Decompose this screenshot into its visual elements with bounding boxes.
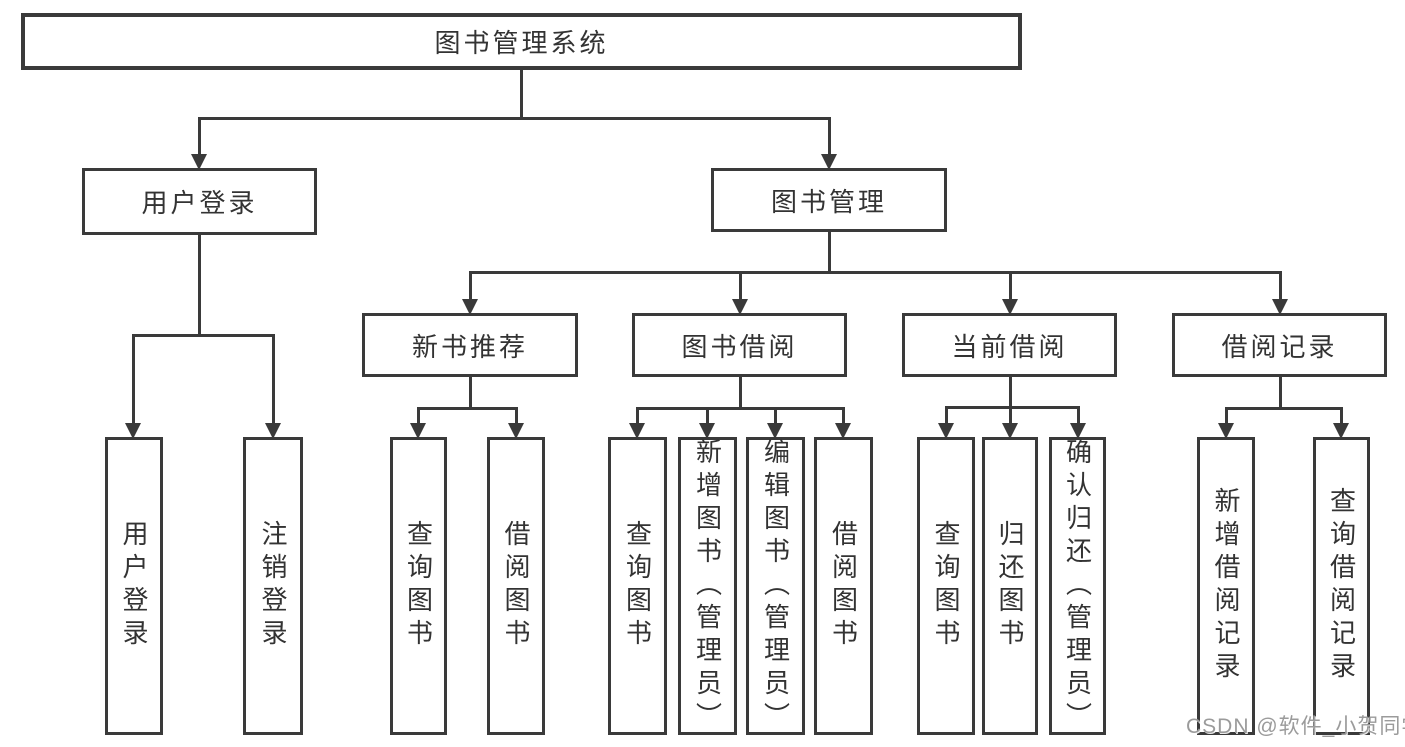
- node-leaf-query-borrow-record: 查询借阅记录: [1313, 437, 1370, 735]
- connector-line: [468, 377, 472, 408]
- node-leaf-user-login: 用户登录: [105, 437, 163, 735]
- connector-line: [1008, 272, 1012, 301]
- arrow-down-icon: [125, 423, 141, 439]
- node-label: 新书推荐: [411, 331, 528, 362]
- node-book-borrow: 图书借阅: [632, 313, 847, 377]
- node-leaf-confirm-return-admin: 确认归还（管理员）: [1049, 437, 1106, 735]
- arrow-down-icon: [1070, 423, 1086, 439]
- connector-line: [1008, 407, 1012, 425]
- arrow-down-icon: [1272, 299, 1288, 315]
- connector-line: [738, 272, 742, 301]
- node-label: 查询图书: [931, 520, 961, 652]
- node-root-library-system: 图书管理系统: [21, 13, 1022, 70]
- connector-line: [197, 116, 831, 120]
- connector-line: [1076, 407, 1080, 425]
- connector-line: [514, 408, 518, 425]
- node-leaf-borrow-book-2: 借阅图书: [814, 437, 873, 735]
- node-label: 新增借阅记录: [1211, 487, 1241, 685]
- node-label: 编辑图书（管理员）: [760, 437, 791, 735]
- node-leaf-borrow-book-1: 借阅图书: [487, 437, 545, 735]
- connector-line: [1278, 377, 1282, 408]
- arrow-down-icon: [938, 423, 954, 439]
- arrow-down-icon: [767, 423, 783, 439]
- connector-line: [131, 333, 275, 337]
- node-label: 确认归还（管理员）: [1062, 437, 1093, 735]
- node-leaf-logout: 注销登录: [243, 437, 303, 735]
- node-label: 新增图书（管理员）: [692, 437, 723, 735]
- arrow-down-icon: [835, 423, 851, 439]
- node-label: 查询图书: [403, 520, 434, 652]
- node-current-borrow: 当前借阅: [902, 313, 1117, 377]
- arrow-down-icon: [1218, 423, 1234, 439]
- arrow-down-icon: [265, 423, 281, 439]
- node-label: 借阅记录: [1221, 331, 1338, 362]
- node-leaf-query-book-3: 查询图书: [917, 437, 975, 735]
- node-borrow-records: 借阅记录: [1172, 313, 1387, 377]
- arrow-down-icon: [1002, 423, 1018, 439]
- connector-line: [635, 408, 639, 425]
- connector-line: [1224, 408, 1228, 425]
- connector-line: [416, 408, 420, 425]
- connector-line: [635, 406, 845, 410]
- connector-line: [705, 408, 709, 425]
- node-new-book-recommend: 新书推荐: [362, 313, 578, 377]
- connector-line: [271, 335, 275, 425]
- node-label: 图书借阅: [681, 331, 798, 362]
- connector-line: [773, 408, 777, 425]
- connector-line: [519, 70, 523, 118]
- node-label: 查询借阅记录: [1326, 487, 1357, 685]
- node-label: 图书管理: [770, 186, 887, 217]
- connector-line: [197, 118, 201, 156]
- connector-line: [197, 235, 201, 335]
- node-label: 注销登录: [258, 520, 288, 652]
- connector-line: [468, 272, 472, 301]
- arrow-down-icon: [732, 299, 748, 315]
- connector-line: [841, 408, 845, 425]
- node-leaf-edit-book-admin: 编辑图书（管理员）: [746, 437, 805, 735]
- connector-line: [1224, 406, 1343, 410]
- node-leaf-query-book-1: 查询图书: [390, 437, 447, 735]
- node-label: 查询图书: [622, 520, 653, 652]
- csdn-watermark: CSDN @软件_小贺同学: [1186, 715, 1405, 738]
- connector-line: [131, 335, 135, 425]
- arrow-down-icon: [699, 423, 715, 439]
- node-leaf-add-book-admin: 新增图书（管理员）: [678, 437, 737, 735]
- node-leaf-query-book-2: 查询图书: [608, 437, 667, 735]
- node-user-login: 用户登录: [82, 168, 317, 235]
- node-leaf-add-borrow-record: 新增借阅记录: [1197, 437, 1255, 735]
- connector-line: [944, 407, 948, 425]
- arrow-down-icon: [508, 423, 524, 439]
- arrow-down-icon: [821, 154, 837, 170]
- connector-line: [738, 377, 742, 408]
- node-label: 借阅图书: [501, 520, 531, 652]
- node-leaf-return-book: 归还图书: [982, 437, 1038, 735]
- arrow-down-icon: [462, 299, 478, 315]
- arrow-down-icon: [1002, 299, 1018, 315]
- node-label: 归还图书: [995, 520, 1025, 652]
- arrow-down-icon: [629, 423, 645, 439]
- connector-line: [1008, 377, 1012, 407]
- node-label: 借阅图书: [828, 520, 859, 652]
- connector-line: [1339, 408, 1343, 425]
- connector-line: [416, 406, 518, 410]
- node-label: 用户登录: [141, 188, 258, 218]
- connector-line: [944, 405, 1080, 409]
- node-label: 当前借阅: [951, 331, 1068, 362]
- node-label: 用户登录: [119, 520, 149, 652]
- arrow-down-icon: [1333, 423, 1349, 439]
- arrow-down-icon: [191, 154, 207, 170]
- node-label: 图书管理系统: [434, 28, 609, 58]
- connector-line: [1278, 272, 1282, 301]
- connector-line: [827, 118, 831, 156]
- connector-line: [468, 270, 1282, 274]
- arrow-down-icon: [410, 423, 426, 439]
- connector-line: [827, 232, 831, 272]
- node-book-management: 图书管理: [711, 168, 947, 232]
